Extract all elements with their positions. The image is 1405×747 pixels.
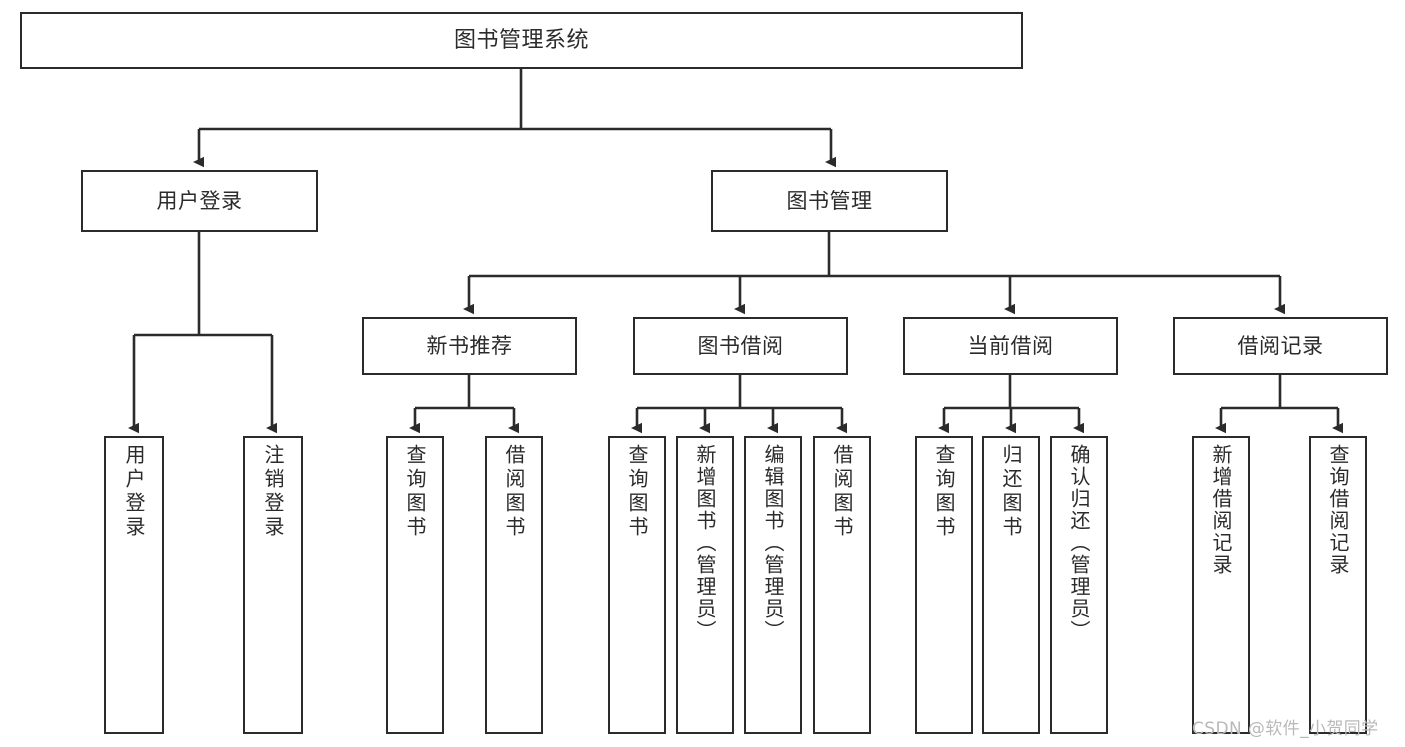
node-leaf-query-record[interactable]: 查询借阅记录 [1309,436,1367,734]
node-leaf-query-book-1[interactable]: 查询图书 [386,436,444,734]
csdn-watermark: CSDN @软件_小贺同学 [1192,719,1379,739]
node-label: 确认归还（管理员） [1067,444,1091,642]
node-leaf-logout-login[interactable]: 注销登录 [243,436,303,734]
node-borrow-record[interactable]: 借阅记录 [1173,317,1388,375]
node-leaf-confirm-return[interactable]: 确认归还（管理员） [1050,436,1108,734]
node-label: 新增图书（管理员） [693,444,717,642]
node-label: 查询图书 [932,444,956,540]
node-label: 归还图书 [999,444,1023,540]
node-label: 注销登录 [261,444,285,540]
node-leaf-add-book[interactable]: 新增图书（管理员） [676,436,734,734]
node-leaf-add-record[interactable]: 新增借阅记录 [1192,436,1250,734]
node-label: 新书推荐 [426,333,513,358]
node-user-login[interactable]: 用户登录 [81,170,318,232]
node-leaf-query-book-2[interactable]: 查询图书 [608,436,666,734]
node-label: 借阅图书 [830,444,854,540]
node-root-system[interactable]: 图书管理系统 [20,12,1023,69]
node-label: 图书管理 [786,188,873,213]
node-label: 新增借阅记录 [1209,444,1233,576]
node-leaf-borrow-book-1[interactable]: 借阅图书 [485,436,543,734]
node-leaf-user-login[interactable]: 用户登录 [104,436,164,734]
node-leaf-return-book[interactable]: 归还图书 [982,436,1040,734]
node-current-borrow[interactable]: 当前借阅 [903,317,1118,375]
node-label: 用户登录 [122,444,146,540]
node-book-manage[interactable]: 图书管理 [711,170,948,232]
node-leaf-edit-book[interactable]: 编辑图书（管理员） [744,436,802,734]
node-book-borrow[interactable]: 图书借阅 [633,317,848,375]
node-label: 图书管理系统 [453,27,589,53]
node-label: 查询图书 [625,444,649,540]
node-label: 借阅图书 [502,444,526,540]
node-label: 图书借阅 [697,333,784,358]
node-label: 查询图书 [403,444,427,540]
node-leaf-query-book-3[interactable]: 查询图书 [915,436,973,734]
node-label: 当前借阅 [967,333,1054,358]
node-new-book-recommend[interactable]: 新书推荐 [362,317,577,375]
node-label: 借阅记录 [1237,333,1324,358]
node-leaf-borrow-book-2[interactable]: 借阅图书 [813,436,871,734]
node-label: 查询借阅记录 [1326,444,1350,576]
node-label: 用户登录 [156,188,243,213]
node-label: 编辑图书（管理员） [761,444,785,642]
